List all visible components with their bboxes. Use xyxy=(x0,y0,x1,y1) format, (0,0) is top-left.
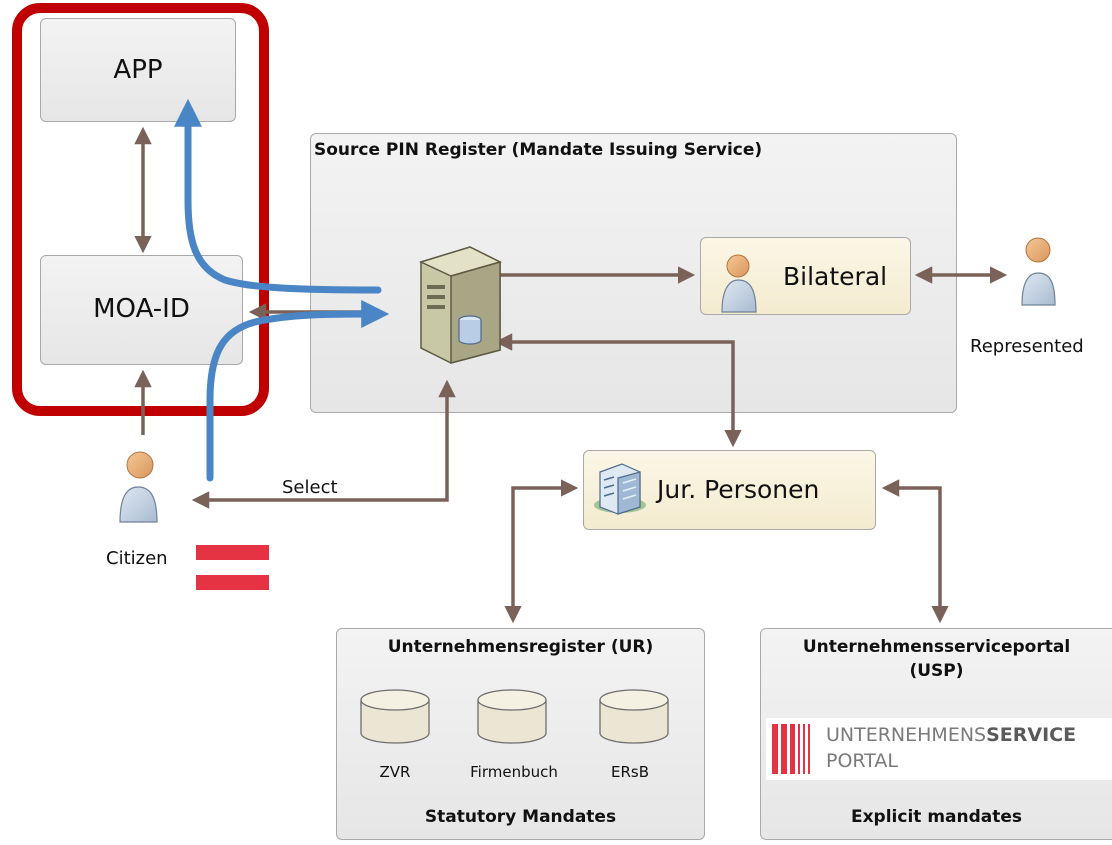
db-label-firmenbuch: Firmenbuch xyxy=(470,763,558,781)
usp-logo-bars-icon xyxy=(772,724,810,774)
db-label-ersb: ERsB xyxy=(610,763,649,781)
usp-title-line2: (USP) xyxy=(909,661,964,681)
ur-title: Unternehmensregister (UR) xyxy=(387,637,654,657)
bilateral-box: Bilateral xyxy=(700,237,911,315)
represented-label: Represented xyxy=(970,336,1084,357)
highlight-frame xyxy=(12,3,269,416)
person-icon-represented xyxy=(1021,237,1056,306)
moa-id-label: MOA-ID xyxy=(93,294,190,324)
usp-logo-line1: UNTERNEHMENSSERVICE xyxy=(826,724,1076,746)
source-pin-register-title: Source PIN Register (Mandate Issuing Ser… xyxy=(314,140,763,160)
app-label: APP xyxy=(113,55,163,85)
ur-box: Unternehmensregister (UR) Statutory Mand… xyxy=(336,628,705,840)
select-label: Select xyxy=(282,477,338,498)
usp-logo-line2: PORTAL xyxy=(826,750,898,772)
jur-personen-box: Jur. Personen xyxy=(583,450,876,530)
ur-footer: Statutory Mandates xyxy=(424,807,617,827)
arrow-jur-usp xyxy=(881,479,949,624)
citizen-label: Citizen xyxy=(106,548,168,569)
usp-title-line1: Unternehmensserviceportal xyxy=(802,637,1071,657)
jur-personen-label: Jur. Personen xyxy=(657,475,820,504)
usp-footer: Explicit mandates xyxy=(850,807,1023,827)
austria-flag-icon xyxy=(196,545,269,590)
usp-logo-light: UNTERNEHMENS xyxy=(826,724,987,746)
usp-logo-bold: SERVICE xyxy=(986,724,1077,746)
app-box: APP xyxy=(40,18,236,122)
usp-logo: UNTERNEHMENSSERVICE PORTAL xyxy=(766,718,1112,780)
person-icon-citizen xyxy=(119,451,158,523)
arrow-jur-ur xyxy=(504,479,579,624)
bilateral-label: Bilateral xyxy=(783,262,888,291)
db-label-zvr: ZVR xyxy=(379,763,411,781)
